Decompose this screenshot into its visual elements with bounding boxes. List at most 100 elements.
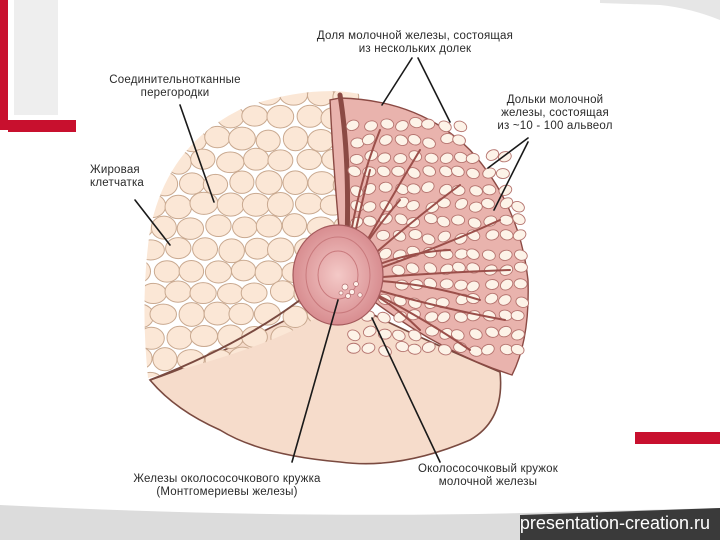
alveolus — [510, 310, 525, 322]
fat-cell — [232, 216, 258, 239]
alveolus — [346, 342, 361, 354]
alveolus — [512, 229, 527, 241]
fat-cell — [228, 126, 256, 151]
alveolus — [469, 185, 483, 197]
label-septa-line2: перегородки — [140, 87, 210, 99]
fat-cell — [281, 213, 308, 238]
alveolus — [498, 294, 512, 306]
fat-cell — [255, 214, 283, 238]
fat-cell — [144, 127, 153, 149]
fat-cell — [189, 107, 217, 130]
fat-cell — [266, 237, 295, 263]
fat-cell — [144, 239, 165, 261]
fat-cell — [255, 129, 281, 153]
alveolus — [376, 229, 391, 241]
alveolus — [391, 165, 406, 177]
alveolus — [364, 120, 378, 132]
fat-cell — [164, 104, 191, 129]
alveolus — [467, 217, 482, 229]
fat-cell — [192, 237, 219, 261]
alveolus — [408, 229, 423, 240]
label-fat-line2: клетчатка — [90, 177, 145, 189]
alveolus — [378, 181, 393, 193]
fat-cell — [269, 280, 296, 303]
alveolus — [482, 184, 497, 196]
leader-fat — [134, 199, 171, 246]
leader-lobe-2 — [417, 57, 451, 123]
fat-cell — [243, 147, 270, 171]
alveolus — [436, 215, 451, 228]
alveolus — [424, 311, 439, 323]
fat-cell — [178, 172, 206, 195]
fat-cell — [144, 104, 166, 129]
label-lobe-line2: из нескольких долек — [358, 43, 472, 55]
alveolus — [514, 261, 528, 273]
alveolus — [405, 262, 420, 274]
label-lobe-line1: Доля молочной железы, состоящая — [316, 30, 514, 42]
frame-bottom-bar — [635, 432, 720, 444]
alveolus — [495, 168, 510, 179]
alveolus — [439, 278, 454, 290]
alveolus — [511, 329, 525, 341]
fat-cell — [216, 282, 244, 305]
alveolus — [485, 149, 500, 161]
alveolus — [437, 230, 451, 243]
alveolus — [377, 152, 392, 164]
fat-cell — [266, 104, 295, 129]
label-lobules-line1: Дольки молочной — [506, 94, 604, 106]
alveolus — [481, 198, 495, 210]
leader-lobules-2 — [493, 141, 529, 211]
alveolus — [499, 197, 514, 210]
alveolus — [484, 292, 499, 305]
fat-cell — [266, 191, 294, 217]
frame-left-bar — [0, 0, 8, 130]
fat-cell — [240, 282, 268, 304]
alveolus — [515, 296, 530, 308]
alveolus — [439, 165, 453, 178]
alveolus — [511, 201, 525, 213]
alveolus — [438, 120, 452, 133]
alveolus — [510, 343, 525, 356]
label-montgomery: Железы околососочкового кружка (Монтгоме… — [112, 473, 342, 499]
fat-cell — [153, 260, 181, 283]
alveolus — [362, 325, 377, 338]
fat-cell — [244, 237, 271, 260]
fat-cell — [144, 193, 167, 219]
label-montgomery-line1: Железы околососочкового кружка — [133, 473, 321, 485]
label-montgomery-line2: (Монтгомериевы железы) — [156, 486, 298, 498]
alveolus — [497, 151, 512, 163]
leader-montgomery — [291, 299, 339, 463]
fat-cell — [202, 173, 229, 196]
alveolus — [392, 329, 406, 342]
alveolus — [466, 248, 480, 260]
alveolus — [466, 280, 480, 293]
fat-cell — [255, 170, 283, 195]
alveolus — [379, 134, 393, 146]
alveolus — [407, 343, 422, 355]
fat-cell — [189, 324, 219, 348]
fat-cell — [230, 259, 257, 282]
fat-cell — [204, 125, 231, 149]
lobules-group — [345, 117, 530, 357]
leader-lobe — [381, 57, 413, 106]
alveolus — [380, 118, 395, 130]
fat-cell — [205, 214, 232, 238]
alveolus — [451, 214, 466, 226]
septum-line-2 — [149, 299, 301, 381]
label-fat: Жировая клетчатка — [90, 164, 170, 190]
fat-cell — [204, 260, 232, 284]
areola — [292, 224, 384, 326]
alveolus — [347, 329, 361, 342]
alveolus — [377, 311, 391, 324]
alveolus — [514, 249, 528, 261]
label-fat-line1: Жировая — [90, 164, 140, 176]
alveolus — [465, 152, 480, 164]
fat-cell — [229, 170, 255, 194]
fat-cell — [178, 259, 205, 283]
alveolus — [422, 137, 436, 149]
alveolus — [469, 328, 483, 340]
alveolus — [361, 342, 376, 354]
alveolus — [421, 341, 436, 353]
alveolus — [485, 326, 499, 338]
alveolus — [406, 200, 420, 212]
